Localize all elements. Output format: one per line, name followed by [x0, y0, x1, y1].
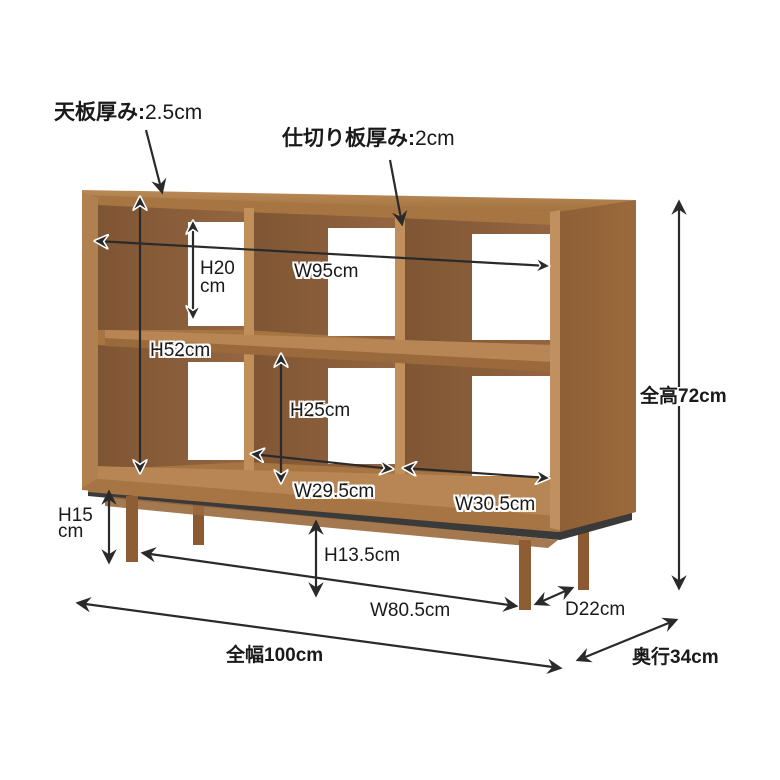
inner-width-label: W95cm	[294, 261, 359, 282]
under-clearance-label: H13.5cm	[324, 545, 401, 566]
lower-cell-height-label: H25cm	[290, 400, 351, 421]
leg-height-line2: cm	[58, 521, 84, 542]
upper-cell-height-line2: cm	[200, 276, 226, 297]
back-legs	[193, 500, 589, 590]
leg-span-depth-label: D22cm	[565, 599, 626, 620]
leg-height-line1: H15	[58, 505, 93, 526]
upper-cell-height-line1: H20	[200, 258, 235, 279]
right-cell-width-label: W30.5cm	[455, 494, 536, 515]
divider-thickness-callout: 仕切り板厚み:2cm	[282, 128, 455, 149]
front-legs	[126, 496, 531, 610]
top-board-thickness-callout: 天板厚み:2.5cm	[54, 102, 202, 123]
center-cell-width-label: W29.5cm	[294, 481, 375, 502]
top-board-thickness-value: 2.5cm	[145, 101, 203, 124]
divider-thickness-label: 仕切り板厚み	[282, 127, 408, 150]
right-side-panel	[558, 200, 636, 532]
divider-thickness-value: 2cm	[415, 127, 455, 150]
upper-cell-height-label: H20 cm	[200, 258, 235, 297]
top-board-thickness-label: 天板厚み	[54, 101, 138, 124]
separator: :	[138, 101, 145, 124]
divider-thickness-pointer	[388, 159, 408, 227]
leg-span-width-label: W80.5cm	[370, 600, 451, 621]
top-thickness-pointer	[144, 129, 167, 195]
total-width-label: 全幅100cm	[226, 645, 324, 666]
top-board	[82, 190, 636, 212]
total-depth-label: 奥行34cm	[632, 647, 719, 668]
separator: :	[408, 127, 415, 150]
leg-height-label: H15 cm	[58, 505, 93, 542]
inner-height-label: H52cm	[150, 340, 211, 361]
total-height-label: 全高72cm	[640, 386, 727, 407]
